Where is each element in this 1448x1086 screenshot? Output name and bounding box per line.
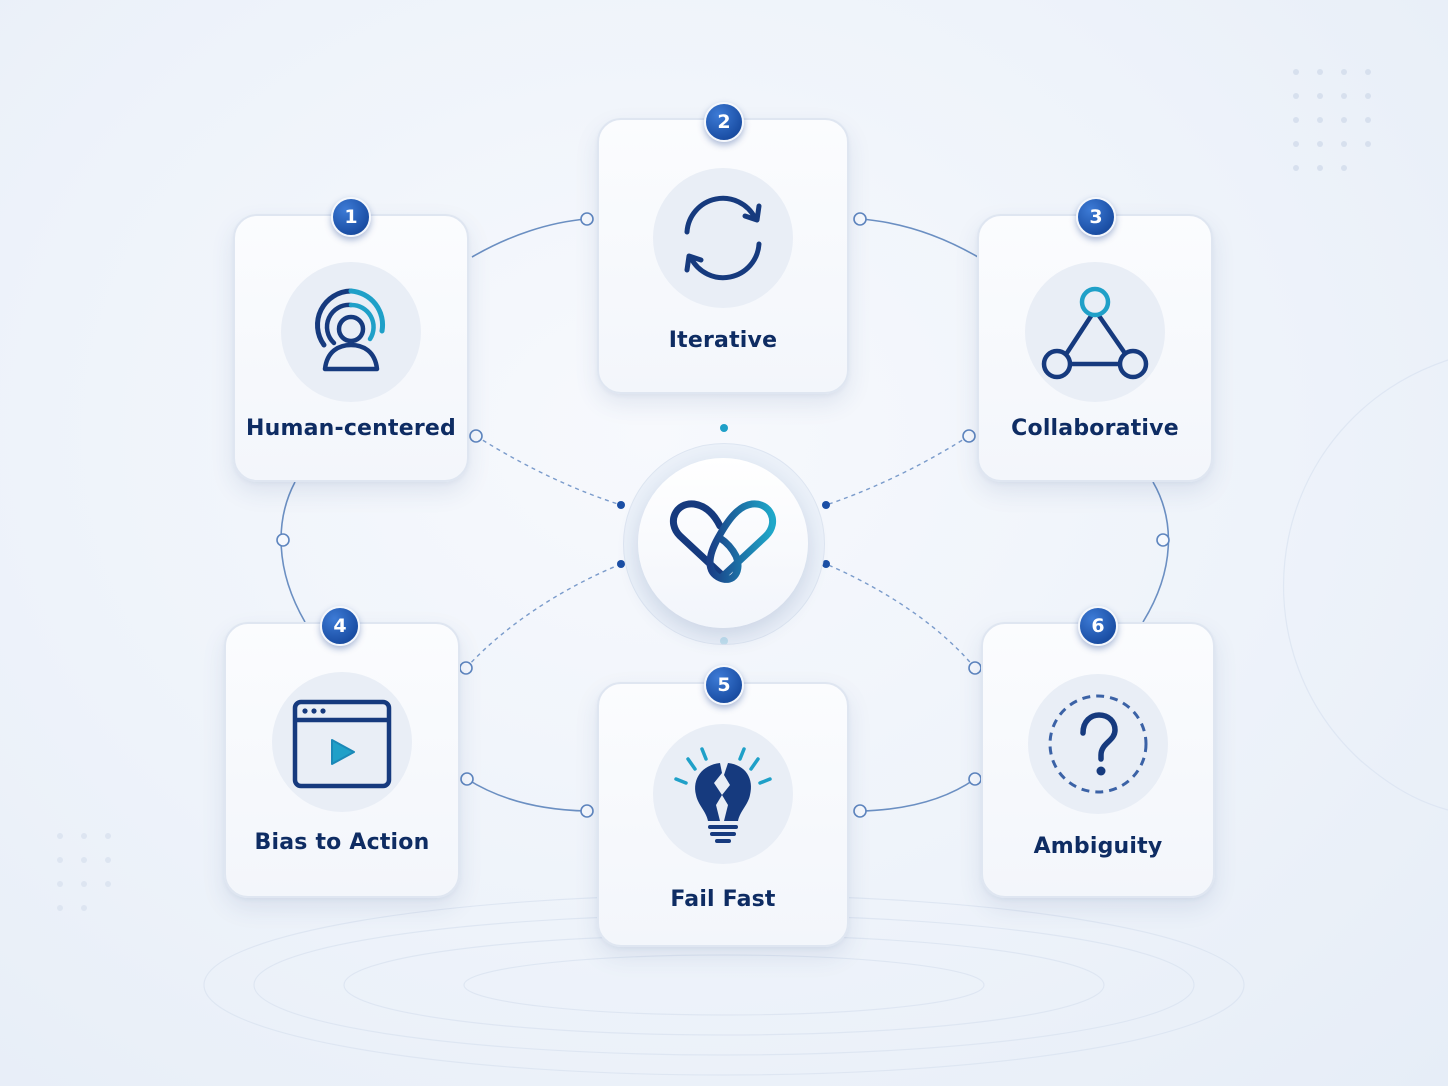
dot-grid-bottom-left — [57, 833, 111, 911]
step-badge-3: 3 — [1076, 197, 1116, 237]
principle-label: Ambiguity — [1033, 834, 1163, 859]
hub-dashed-connectors — [465, 435, 976, 669]
connector-endpoints — [276, 212, 1170, 818]
icon-circle — [653, 724, 793, 864]
principle-label: Bias to Action — [254, 830, 430, 855]
heart-loop-logo-icon — [670, 500, 776, 583]
step-badge-1: 1 — [331, 197, 371, 237]
person-signal-icon — [315, 288, 386, 372]
icon-circle — [1025, 262, 1165, 402]
question-dashed-circle-icon — [1048, 694, 1148, 794]
principle-label: Collaborative — [1011, 416, 1179, 441]
principle-card-bias-to-action[interactable]: Bias to Action — [224, 622, 460, 898]
principle-label: Human-centered — [245, 416, 457, 441]
icon-circle — [1028, 674, 1168, 814]
step-badge-6: 6 — [1078, 606, 1118, 646]
principle-card-human-centered[interactable]: Human-centered — [233, 214, 469, 482]
central-hub — [638, 458, 808, 628]
step-badge-4: 4 — [320, 606, 360, 646]
step-badge-2: 2 — [704, 102, 744, 142]
principle-label: Fail Fast — [670, 887, 776, 912]
outer-ring-connectors — [280, 218, 1170, 812]
principle-label: Iterative — [668, 328, 778, 353]
cycle-arrows-icon — [684, 195, 762, 281]
icon-circle — [281, 262, 421, 402]
video-play-window-icon — [292, 699, 392, 789]
principle-card-ambiguity[interactable]: Ambiguity — [981, 622, 1215, 898]
icon-circle — [653, 168, 793, 308]
step-badge-5: 5 — [704, 665, 744, 705]
broken-lightbulb-icon — [674, 747, 772, 843]
principle-card-fail-fast[interactable]: Fail Fast — [597, 682, 849, 947]
principle-card-collaborative[interactable]: Collaborative — [977, 214, 1213, 482]
icon-circle — [272, 672, 412, 812]
dot-grid-top-right — [1293, 69, 1371, 171]
network-triangle-icon — [1041, 286, 1149, 380]
principle-card-iterative[interactable]: Iterative — [597, 118, 849, 394]
